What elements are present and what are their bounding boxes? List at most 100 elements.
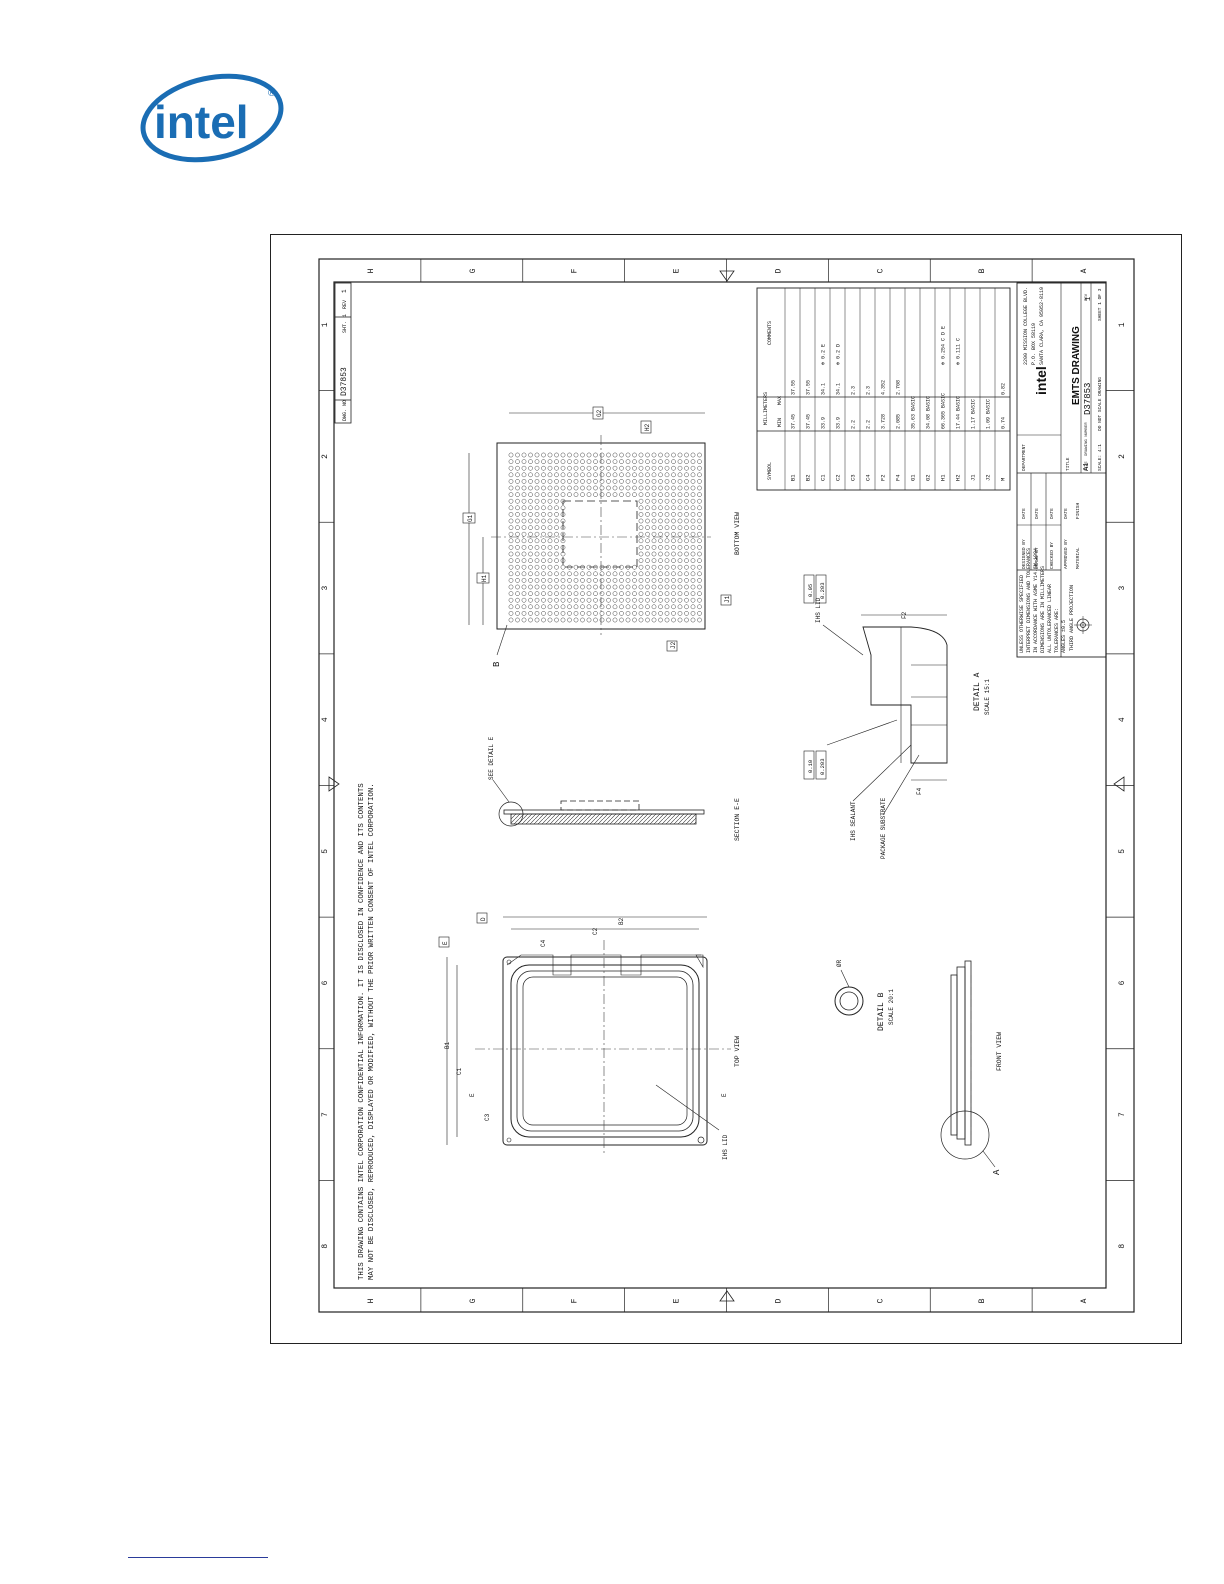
pin-pad [599, 452, 605, 458]
pin-pad [534, 505, 540, 511]
pin-pad [671, 578, 676, 583]
pin-pad [606, 578, 611, 583]
pin-pad [632, 578, 637, 583]
dim-h2: H2 [644, 423, 651, 431]
pin-pad [573, 611, 579, 616]
pin-pad [521, 591, 527, 596]
pin-pad [508, 472, 514, 478]
table-max: 37.55 [806, 380, 812, 395]
pin-pad [619, 571, 624, 577]
pin-pad [554, 518, 559, 524]
pin-pad [638, 531, 644, 537]
pin-pad [612, 479, 618, 484]
pin-pad [606, 452, 611, 458]
pin-pad [573, 584, 579, 590]
footer-rule [128, 1557, 268, 1558]
pin-pad [677, 604, 683, 610]
detail-b-scale: SCALE 20:1 [888, 989, 895, 1025]
designed-date-label: DATE [1021, 508, 1027, 519]
pin-pad [625, 617, 631, 623]
drawing-number-label: DRAWING NUMBER [1085, 422, 1089, 456]
dim-c2: C2 [592, 927, 599, 935]
pin-pad [567, 479, 572, 484]
pin-pad [554, 551, 559, 557]
pin-pad [664, 584, 670, 590]
table-symbol: G2 [925, 474, 932, 481]
pin-pad [619, 617, 624, 623]
table-max: 34.1 [821, 383, 827, 395]
pin-pad [580, 492, 585, 497]
tol-flatness-2: 0.10 [807, 760, 814, 773]
sheet-note: SHEET 1 OF 3 [1097, 288, 1103, 321]
pin-pad [664, 525, 670, 530]
pin-pad [528, 518, 533, 524]
pin-pad [684, 472, 689, 478]
pin-pad [541, 452, 546, 458]
pin-pad [547, 564, 553, 570]
pin-pad [677, 584, 683, 590]
pin-pad [515, 459, 520, 464]
pin-pad [619, 465, 624, 471]
zone-letter: D [774, 1298, 783, 1303]
pin-pad [541, 498, 546, 504]
pin-pad [677, 617, 683, 623]
pin-pad [684, 538, 689, 544]
pin-pad [508, 617, 514, 623]
pin-pad [677, 578, 683, 583]
detail-a-label: DETAIL A [973, 672, 982, 711]
pin-pad [638, 479, 644, 484]
pin-pad [684, 564, 689, 570]
pin-pad [547, 525, 553, 530]
see-detail-e: SEE DETAIL E [488, 736, 495, 780]
pin-pad [697, 564, 702, 570]
pin-pad [632, 597, 637, 603]
pin-pad [690, 564, 696, 570]
pin-pad [697, 452, 702, 458]
pin-pad [625, 485, 631, 491]
pin-pad [547, 551, 553, 557]
pin-pad [534, 538, 540, 544]
pin-pad [632, 584, 637, 590]
pin-pad [554, 531, 559, 537]
pin-pad [671, 465, 676, 471]
package-substrate-label: PACKAGE SUBSTRATE [880, 797, 887, 859]
pin-pad [664, 459, 670, 464]
pin-pad [684, 485, 689, 491]
zone-number: 3 [321, 585, 330, 590]
pin-pad [677, 545, 683, 550]
pin-pad [521, 538, 527, 544]
table-symbol: C1 [820, 474, 827, 481]
pin-pad [528, 591, 533, 596]
pin-pad [515, 485, 520, 491]
pin-pad [671, 512, 676, 517]
pin-pad [541, 512, 546, 517]
pin-pad [651, 538, 657, 544]
zone-letter: G [469, 268, 478, 273]
pin-pad [554, 604, 559, 610]
dim-j1: J1 [724, 595, 731, 603]
pin-pad [541, 479, 546, 484]
pin-pad [632, 591, 637, 596]
pin-pad [599, 479, 605, 484]
pin-pad [658, 525, 663, 530]
pin-pad [638, 498, 644, 504]
pin-pad [521, 578, 527, 583]
pin-pad [573, 591, 579, 596]
pin-pad [521, 465, 527, 471]
pin-pad [645, 545, 650, 550]
pin-pad [528, 479, 533, 484]
pin-pad [560, 571, 566, 577]
zone-number: 4 [1118, 717, 1127, 722]
pin-pad [586, 452, 592, 458]
pin-pad [645, 597, 650, 603]
pin-pad [677, 551, 683, 557]
pin-pad [684, 531, 689, 537]
pin-pad [528, 498, 533, 504]
pin-pad [515, 578, 520, 583]
table-symbol: F4 [895, 474, 902, 481]
pin-pad [521, 505, 527, 511]
pin-pad [567, 604, 572, 610]
table-max: 34.1 [836, 383, 842, 395]
pin-pad [541, 485, 546, 491]
pin-pad [619, 584, 624, 590]
